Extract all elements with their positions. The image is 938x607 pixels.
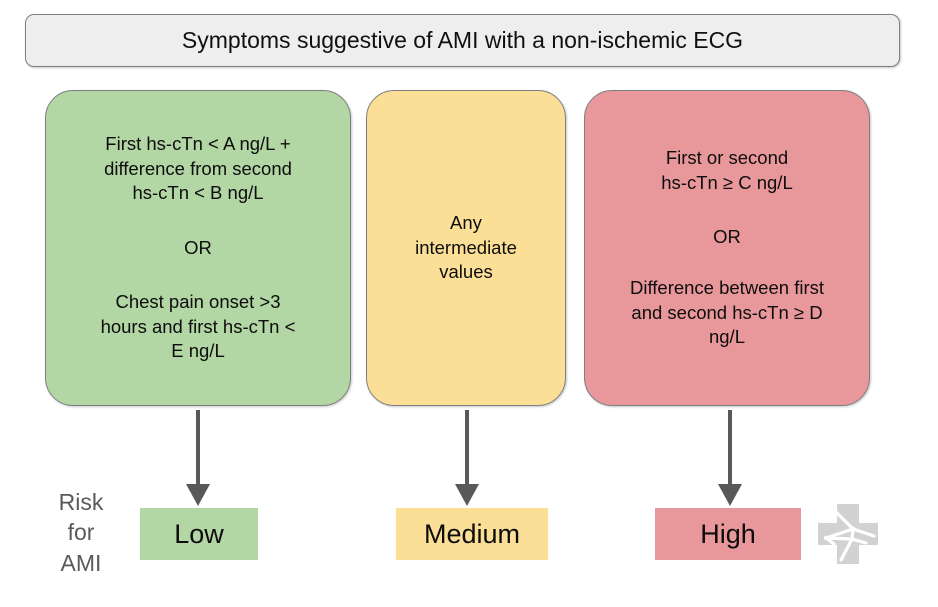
- risk-for-ami-label: Risk for AMI: [31, 487, 131, 578]
- criteria-line: First or second: [665, 147, 789, 169]
- criteria-line: Difference between first: [629, 277, 824, 298]
- arrow-shaft: [728, 410, 732, 484]
- criteria-line: difference from second: [104, 157, 292, 179]
- arrow-medium: [455, 410, 479, 506]
- header-banner: Symptoms suggestive of AMI with a non-is…: [25, 14, 900, 67]
- outcome-label: High: [700, 518, 756, 549]
- risk-label-line-3: AMI: [60, 549, 102, 576]
- criteria-line: Any: [450, 212, 482, 234]
- arrow-head: [186, 484, 210, 506]
- outcome-box-low: Low: [140, 508, 258, 560]
- criteria-box-medium: Any intermediate values: [366, 90, 566, 406]
- outcome-label: Low: [174, 518, 224, 549]
- risk-label-line-1: Risk: [58, 489, 104, 515]
- outcome-box-high: High: [655, 508, 801, 560]
- arrow-low: [186, 410, 210, 506]
- criteria-connector: OR: [184, 236, 212, 258]
- criteria-box-low: First hs-cTn < A ng/L + difference from …: [45, 90, 351, 406]
- criteria-line: hours and first hs-cTn <: [100, 315, 296, 337]
- arrow-shaft: [465, 410, 469, 484]
- arrow-shaft: [196, 410, 200, 484]
- criteria-line: ng/L: [708, 326, 745, 348]
- criteria-connector: OR: [713, 226, 741, 248]
- arrow-head: [718, 484, 742, 506]
- outcome-box-medium: Medium: [396, 508, 548, 560]
- criteria-line: intermediate: [415, 236, 517, 258]
- criteria-line: First hs-cTn < A ng/L +: [105, 132, 291, 154]
- medical-cross-network-icon: [812, 498, 884, 570]
- arrow-head: [455, 484, 479, 506]
- criteria-box-high: First or second hs-cTn ≥ C ng/L OR Diffe…: [584, 90, 870, 406]
- criteria-line: E ng/L: [171, 340, 225, 362]
- criteria-line: hs-cTn ≥ C ng/L: [661, 171, 793, 193]
- arrow-high: [718, 410, 742, 506]
- header-title: Symptoms suggestive of AMI with a non-is…: [181, 26, 744, 53]
- risk-label-line-2: for: [67, 519, 95, 546]
- criteria-line: Chest pain onset >3: [115, 291, 281, 313]
- criteria-line: hs-cTn < B ng/L: [132, 182, 264, 204]
- criteria-line: and second hs-cTn ≥ D: [631, 301, 823, 323]
- criteria-line: values: [439, 261, 493, 283]
- outcome-label: Medium: [423, 518, 521, 549]
